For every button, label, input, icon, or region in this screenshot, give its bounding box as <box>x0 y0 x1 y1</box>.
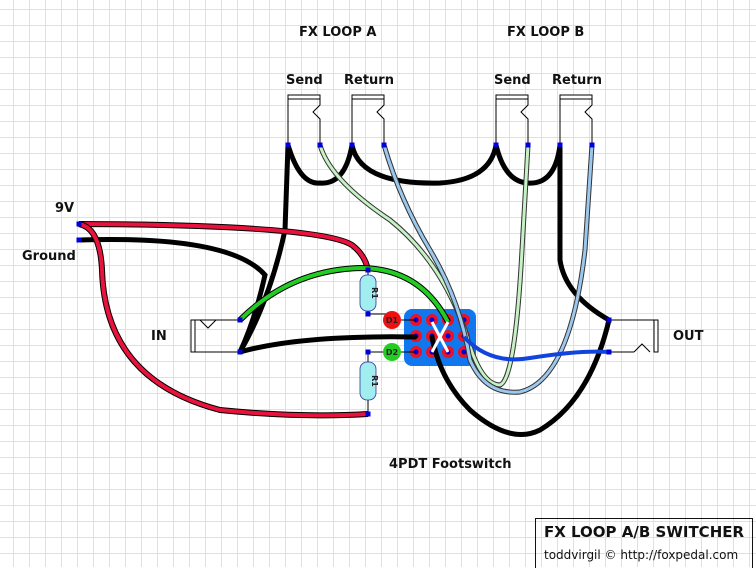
r1-bottom-label: R1 <box>370 375 379 387</box>
in-jack <box>190 319 240 353</box>
switch-jumpers <box>430 321 450 353</box>
loop-a-send-jack <box>287 94 321 145</box>
wire-node <box>285 142 291 148</box>
loop-b-send-jack <box>495 94 529 145</box>
wire-node <box>381 142 387 148</box>
wire-node <box>589 142 595 148</box>
loop-a-send-label: Send <box>286 73 323 88</box>
wire-node <box>317 142 323 148</box>
ground-label: Ground <box>22 249 76 264</box>
resistor-r1-bottom <box>359 352 377 414</box>
wire-node <box>237 317 243 323</box>
wire-node <box>365 311 371 317</box>
wire-node <box>557 142 563 148</box>
loop-b-return-label: Return <box>552 73 602 88</box>
wire-node <box>76 237 82 243</box>
loop-a-return-jack <box>351 94 385 145</box>
in-label: IN <box>151 329 167 344</box>
wire-node <box>525 142 531 148</box>
loop-b-return-jack <box>559 94 593 145</box>
resistor-r1-top <box>359 270 377 314</box>
loop-b-send-label: Send <box>494 73 531 88</box>
led-d2 <box>383 343 401 361</box>
wire-node <box>365 411 371 417</box>
switch-lug-node <box>445 333 451 339</box>
led-d2-label: D2 <box>386 348 398 357</box>
wire-node <box>606 317 612 323</box>
red-wires <box>78 221 371 419</box>
wire-node <box>493 142 499 148</box>
loop-b-title: FX LOOP B <box>507 25 585 40</box>
wire-node <box>76 221 82 227</box>
diagram-title: FX LOOP A/B SWITCHER <box>544 523 745 541</box>
green-wire <box>237 264 451 324</box>
switch-lug-node <box>429 317 435 323</box>
switch-lug-node <box>461 349 467 355</box>
wire-node <box>606 349 612 355</box>
led-d1 <box>383 311 401 329</box>
wire-node <box>349 142 355 148</box>
9v-label: 9V <box>55 201 75 216</box>
wire-node <box>365 349 371 355</box>
connection-nodes <box>76 142 612 417</box>
r1-top-label: R1 <box>370 287 379 299</box>
title-block: FX LOOP A/B SWITCHER toddvirgil © http:/… <box>535 518 753 568</box>
diagram-credit: toddvirgil © http://foxpedal.com <box>544 548 739 562</box>
blue-wire <box>462 335 610 362</box>
loop-a-return-label: Return <box>344 73 394 88</box>
wire-node <box>237 349 243 355</box>
out-label: OUT <box>673 329 704 344</box>
wire-node <box>365 267 371 273</box>
footswitch-label: 4PDT Footswitch <box>389 457 512 472</box>
led-d1-label: D1 <box>386 316 399 325</box>
out-jack <box>609 319 659 353</box>
loop-a-title: FX LOOP A <box>299 25 377 40</box>
